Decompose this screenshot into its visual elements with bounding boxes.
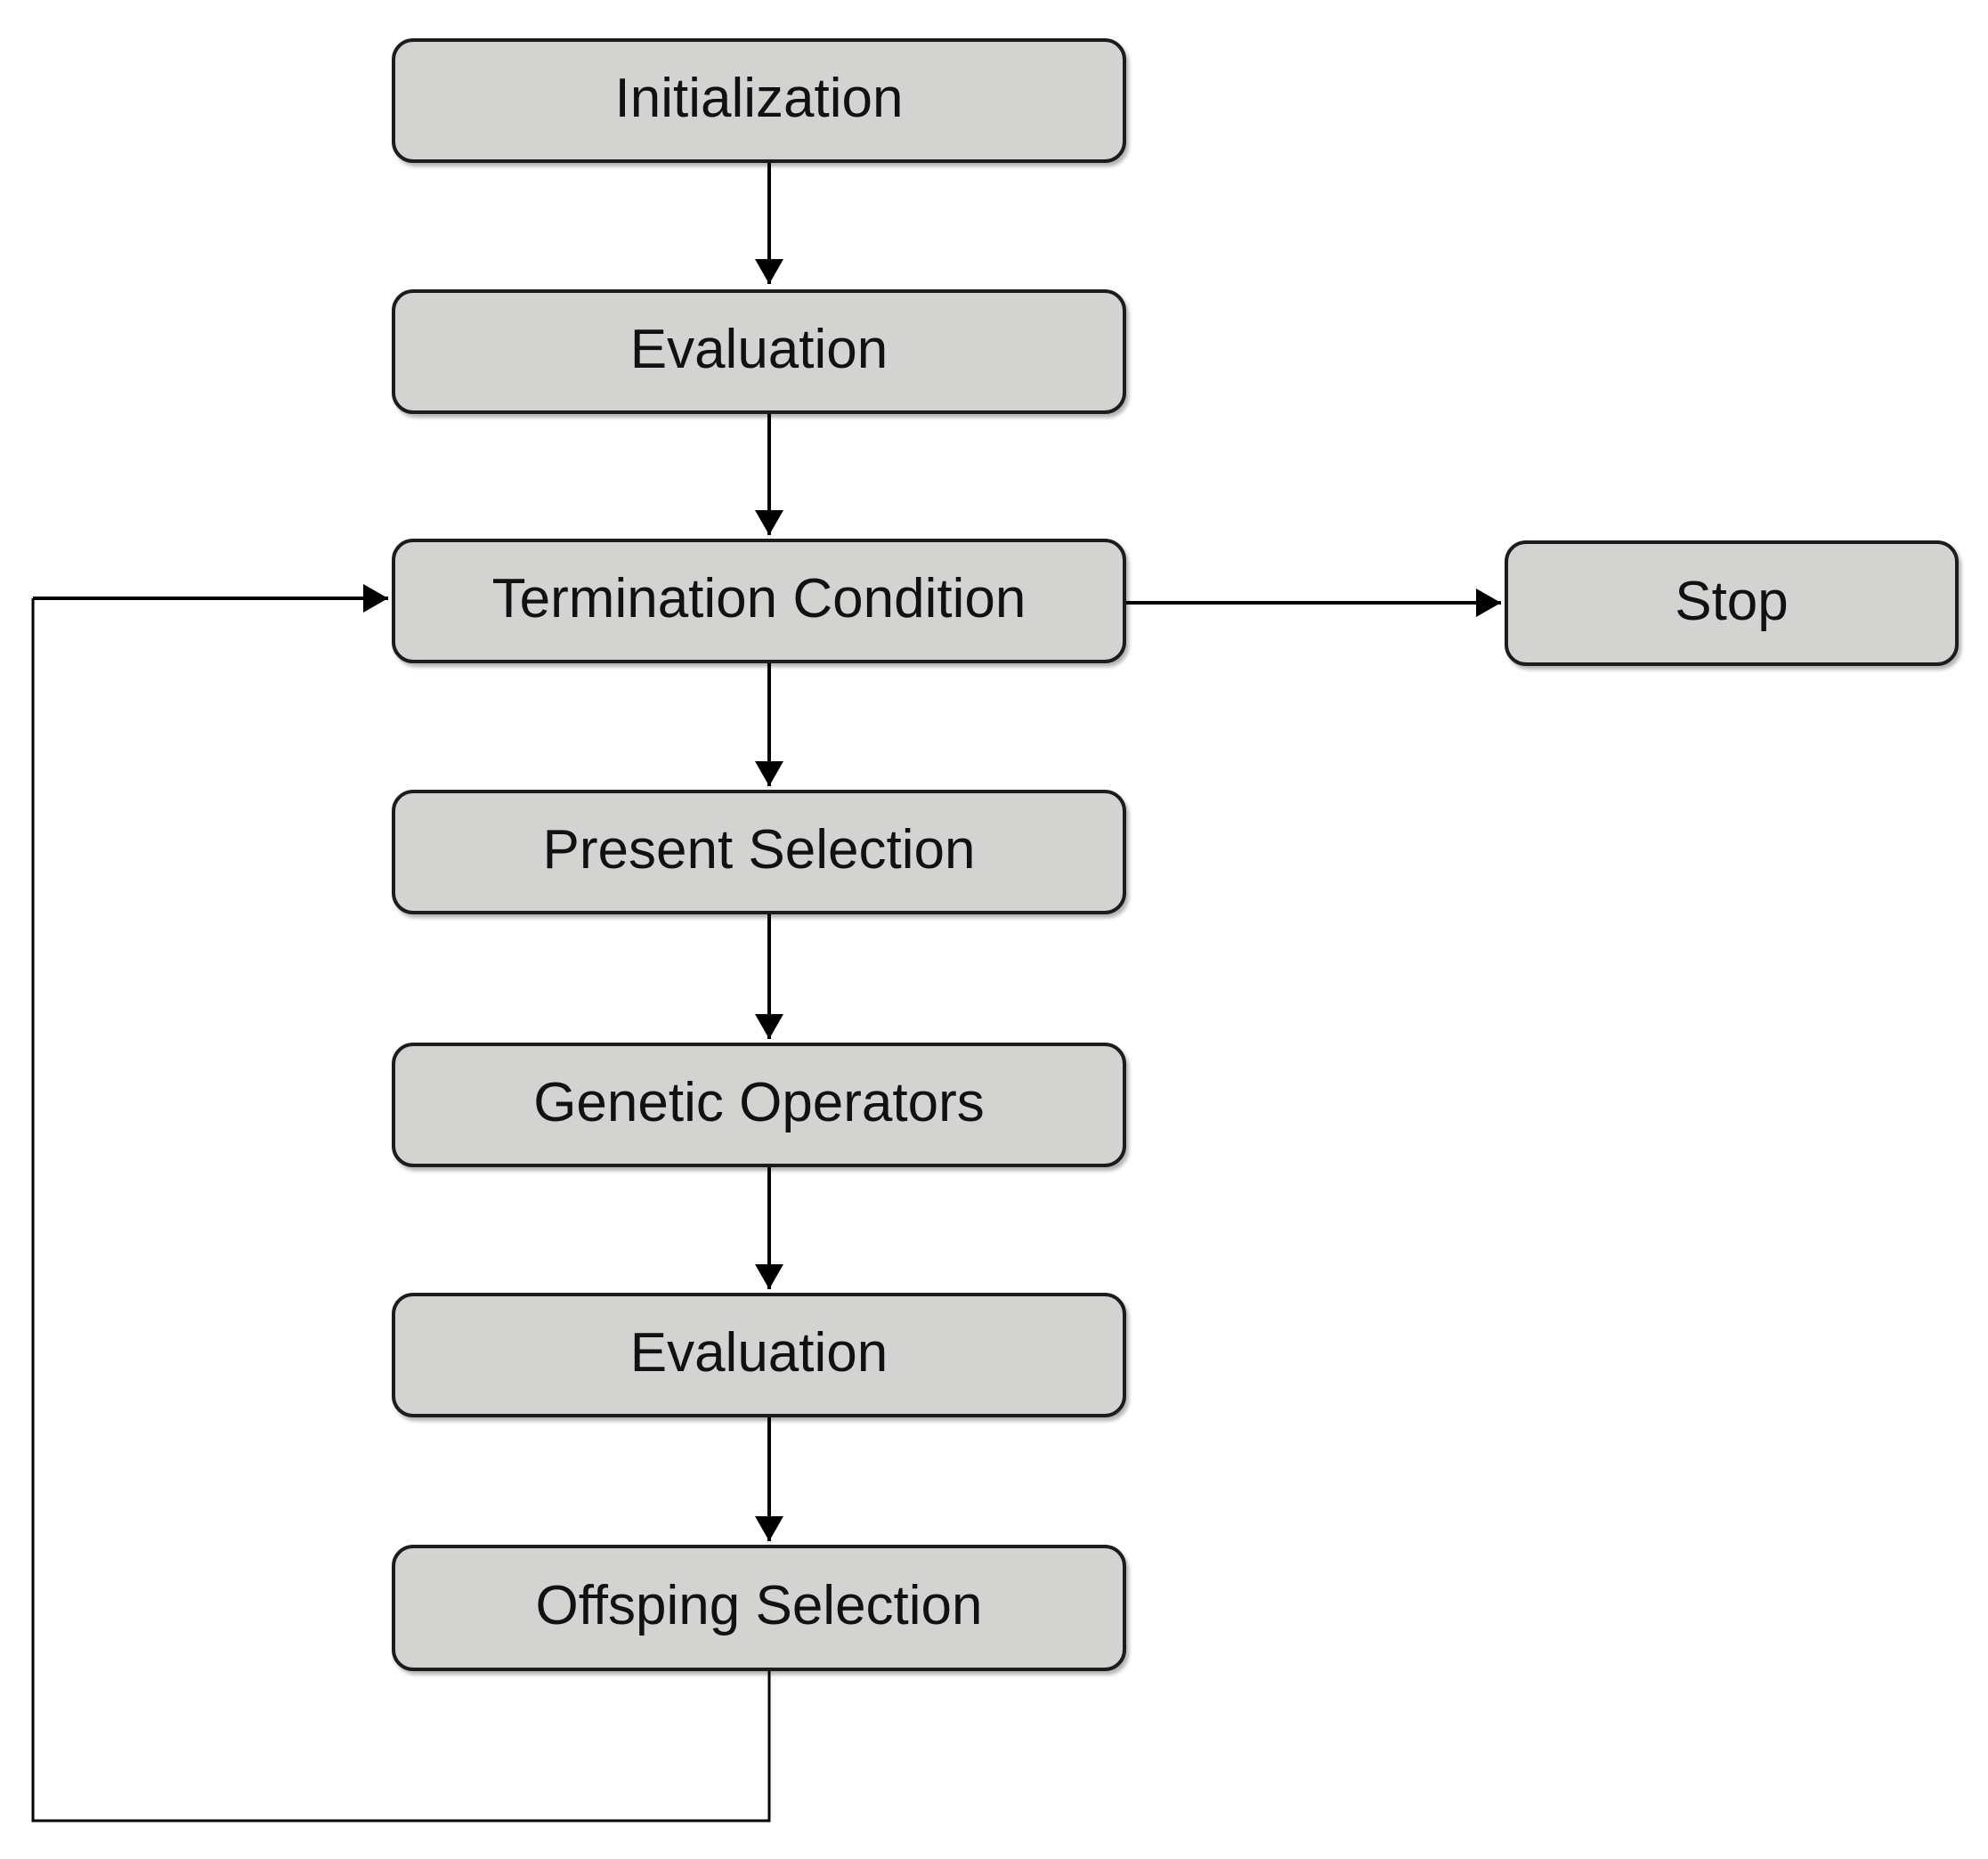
node-termination-condition: Termination Condition bbox=[392, 539, 1126, 663]
node-evaluation-1: Evaluation bbox=[392, 289, 1126, 414]
node-label: Present Selection bbox=[542, 819, 976, 881]
node-offsping-selection: Offsping Selection bbox=[392, 1545, 1126, 1671]
node-label: Genetic Operators bbox=[533, 1072, 985, 1133]
node-stop: Stop bbox=[1505, 540, 1959, 666]
node-initialization: Initialization bbox=[392, 38, 1126, 163]
node-label: Offsping Selection bbox=[535, 1575, 983, 1636]
node-genetic-operators: Genetic Operators bbox=[392, 1043, 1126, 1167]
feedback-loop-line bbox=[31, 598, 771, 1822]
node-evaluation-2: Evaluation bbox=[392, 1293, 1126, 1417]
node-label: Termination Condition bbox=[491, 568, 1026, 629]
node-label: Initialization bbox=[614, 68, 904, 129]
node-label: Stop bbox=[1675, 570, 1789, 632]
node-present-selection: Present Selection bbox=[392, 790, 1126, 914]
node-label: Evaluation bbox=[629, 1322, 889, 1384]
node-label: Evaluation bbox=[629, 319, 889, 380]
